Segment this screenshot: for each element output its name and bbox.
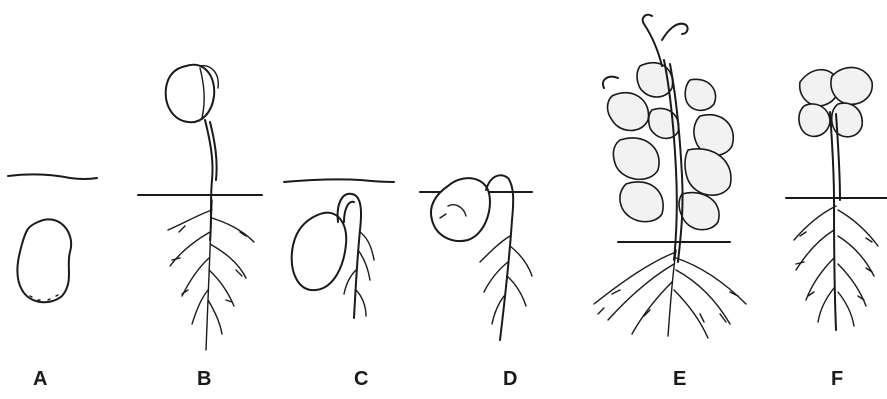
stage-label-f: F — [831, 368, 843, 391]
seed-d — [431, 178, 490, 241]
leaves-e — [608, 63, 734, 230]
soil-line-c — [284, 179, 394, 182]
roots-b — [168, 200, 254, 350]
seed-a — [17, 219, 71, 302]
stage-b-drawing — [138, 65, 262, 350]
seed-c — [292, 213, 347, 291]
stage-d-drawing — [420, 175, 532, 340]
stage-label-c: C — [354, 368, 368, 391]
stem-f — [830, 112, 836, 330]
cotyledon-b — [166, 65, 215, 122]
soil-line-a — [8, 174, 97, 179]
roots-e — [594, 250, 746, 338]
stage-label-a: A — [33, 368, 47, 391]
stage-c-drawing — [284, 179, 394, 318]
leaves-f — [799, 67, 872, 136]
stage-label-b: B — [197, 368, 211, 391]
stage-a-drawing — [8, 174, 97, 302]
stage-f-drawing — [786, 67, 887, 330]
stage-e-drawing — [594, 15, 746, 338]
stage-label-e: E — [673, 368, 686, 391]
stage-label-d: D — [503, 368, 517, 391]
